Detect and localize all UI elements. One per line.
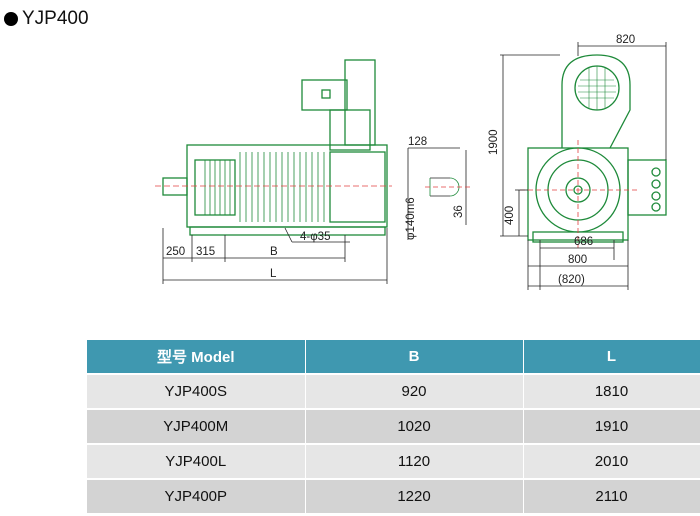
model-title: YJP400 [22,8,89,29]
cell-b: 1020 [305,408,524,444]
cell-l: 2110 [523,478,700,513]
model-dimension-table: 型号 Model B L YJP400S 920 1810 YJP400M 10… [87,340,700,513]
dim-400: 400 [504,206,516,225]
dimension-drawing: 250 315 B L 4-φ35 128 φ140m6 36 [155,34,667,290]
cell-model: YJP400S [87,373,306,409]
front-view [527,54,667,243]
dim-820: 820 [616,34,635,46]
table-row: YJP400S 920 1810 [87,373,700,409]
header-b: B [305,340,524,374]
bullet-icon [4,12,18,26]
dim-1900: 1900 [488,129,500,155]
dim-phi140: φ140m6 [405,197,417,240]
table-row: YJP400M 1020 1910 [87,408,700,444]
dim-820-paren: (820) [558,274,585,286]
header-model: 型号 Model [87,340,306,374]
dim-l: L [270,268,277,280]
cell-b: 1220 [305,478,524,513]
table-header-row: 型号 Model B L [87,340,700,374]
cell-model: YJP400P [87,478,306,513]
dim-250: 250 [166,246,185,258]
header-l: L [523,340,700,374]
cell-model: YJP400M [87,408,306,444]
cell-l: 1810 [523,373,700,409]
dim-b: B [270,246,278,258]
page-title: YJP400 [4,8,89,30]
dim-128: 128 [408,136,427,148]
cell-model: YJP400L [87,443,306,479]
cell-b: 920 [305,373,524,409]
table-row: YJP400P 1220 2110 [87,478,700,513]
side-view [162,59,388,236]
dim-800: 800 [568,254,587,266]
dim-36: 36 [453,205,465,218]
dim-315: 315 [196,246,215,258]
cell-l: 2010 [523,443,700,479]
dim-hole: 4-φ35 [300,231,330,243]
cell-b: 1120 [305,443,524,479]
dim-686: 686 [574,236,593,248]
table-row: YJP400L 1120 2010 [87,443,700,479]
cell-l: 1910 [523,408,700,444]
